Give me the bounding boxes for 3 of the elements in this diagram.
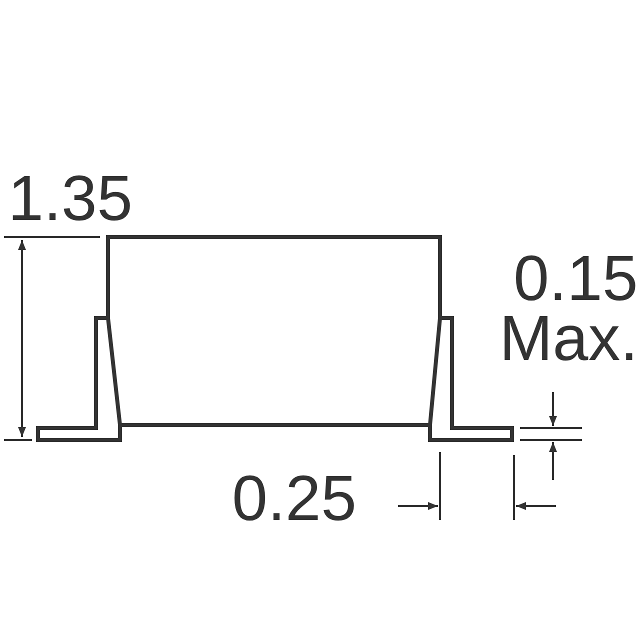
- dimension-label: 0.25: [232, 468, 357, 528]
- dimension-label: 0.15 Max.: [498, 248, 638, 368]
- dimension-label: 1.35: [8, 168, 133, 228]
